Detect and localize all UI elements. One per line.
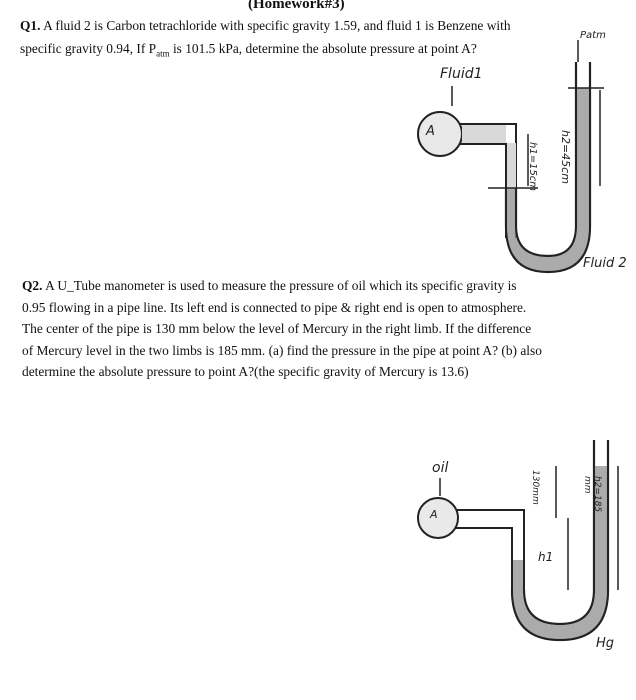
fig2-130mm-label: 130mm: [530, 470, 540, 505]
fig2-pipe-circle: [417, 497, 459, 539]
fig2-horizontal-arm: [456, 509, 525, 590]
fig1-pipe-circle: [417, 111, 463, 157]
q2-text-line2: 0.95 flowing in a pipe line. Its left en…: [22, 299, 527, 315]
fig2-oil-label: oil: [432, 460, 449, 476]
q2-text-line1: A U_Tube manometer is used to measure th…: [42, 278, 517, 293]
q1-line-2: specific gravity 0.94, If Patm is 101.5 …: [20, 37, 580, 66]
fig1-patm-label: Patm: [580, 30, 606, 41]
question-1: Q1. A fluid 2 is Carbon tetrachloride wi…: [20, 14, 580, 66]
q1-line-1: Q1. A fluid 2 is Carbon tetrachloride wi…: [20, 14, 580, 37]
q2-text-line5: determine the absolute pressure to point…: [22, 364, 469, 380]
fig1-u-tube-inner: [514, 62, 578, 258]
q2-text-line4: of Mercury level in the two limbs is 185…: [22, 342, 542, 358]
q1-number: Q1.: [20, 18, 41, 33]
q1-text-line1: A fluid 2 is Carbon tetrachloride with s…: [43, 18, 511, 33]
q1-text-line2a: specific gravity 0.94, If P: [20, 41, 157, 56]
fig1-u-tube-outer: [504, 62, 592, 274]
fig2-u-tube-outer: [510, 440, 610, 642]
fig1-fluid1-left-limb: [507, 143, 516, 188]
fig1-h1-label: h1=15cm: [527, 142, 538, 192]
fig1-point-a-label: A: [426, 124, 435, 139]
q2-text-line3: The center of the pipe is 130 mm below t…: [22, 321, 532, 337]
q2-number: Q2.: [22, 278, 43, 293]
fig1-fluid1-fill: [462, 125, 506, 143]
fig2-u-tube-inner: [522, 440, 596, 626]
fig1-fluid2-fill: [507, 88, 589, 271]
fig1-fluid2-label: Fluid 2: [583, 256, 627, 271]
fig2-h1-label: h1: [538, 550, 554, 564]
q1-text-line2b: is 101.5 kPa, determine the absolute pre…: [169, 41, 477, 56]
q2-line-1: Q2. A U_Tube manometer is used to measur…: [22, 275, 612, 297]
fig2-mercury-fill: [513, 466, 607, 639]
fig2-hg-label: Hg: [596, 636, 615, 651]
q1-atm-subscript: atm: [156, 48, 170, 59]
fig2-point-a-label: A: [430, 508, 438, 521]
fig1-fluid1-label: Fluid1: [440, 66, 483, 82]
question-2: Q2. A U_Tube manometer is used to measur…: [22, 275, 612, 383]
fig1-h2-label: h2=45cm: [559, 130, 572, 184]
homework-title: (Homework#3): [248, 0, 345, 12]
fig2-h2-label: h2=185 mm: [582, 476, 602, 513]
